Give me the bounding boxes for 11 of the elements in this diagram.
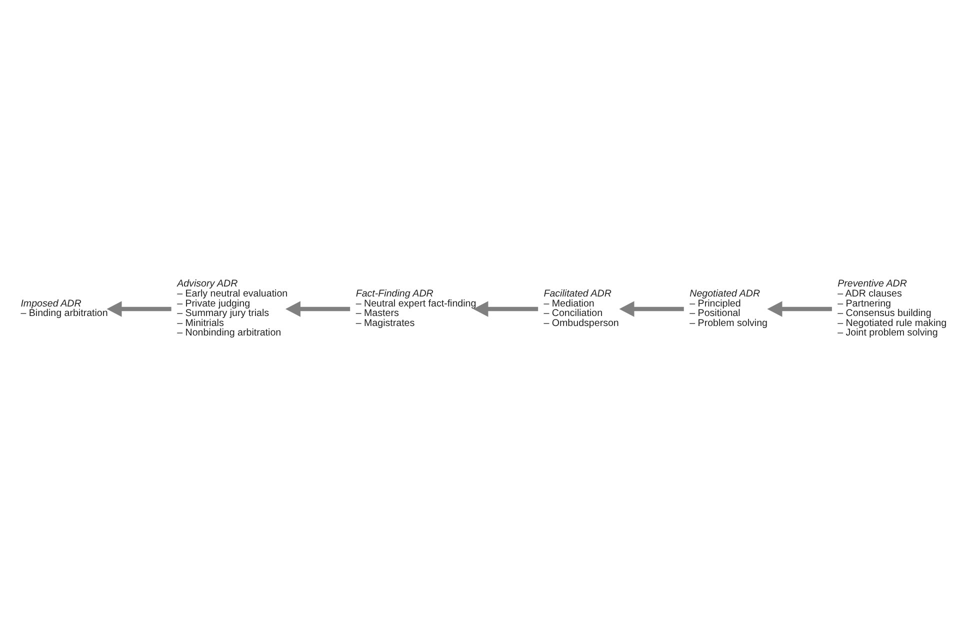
node-text: Facilitated ADR – Mediation – Conciliation – Ombudsperson bbox=[544, 288, 619, 329]
arrow bbox=[285, 301, 350, 317]
node-text: Negotiated ADR – Principled – Positional – Problem solving bbox=[690, 288, 768, 329]
arrow bbox=[767, 301, 832, 317]
arrow bbox=[619, 301, 684, 317]
node-text: Advisory ADR – Early neutral evaluation – Private judging – Summary jury trials – Minitrials – Nonbinding arbitration bbox=[177, 278, 288, 339]
node-text: Preventive ADR – ADR clauses – Partnering – Consensus building – Negotiated rule making – Joint problem solving bbox=[838, 278, 947, 339]
arrow bbox=[473, 301, 538, 317]
node-text: Fact-Finding ADR – Neutral expert fact-finding – Masters – Magistrates bbox=[356, 288, 476, 329]
arrow bbox=[106, 301, 172, 317]
node-text: Imposed ADR – Binding arbitration bbox=[20, 298, 108, 320]
